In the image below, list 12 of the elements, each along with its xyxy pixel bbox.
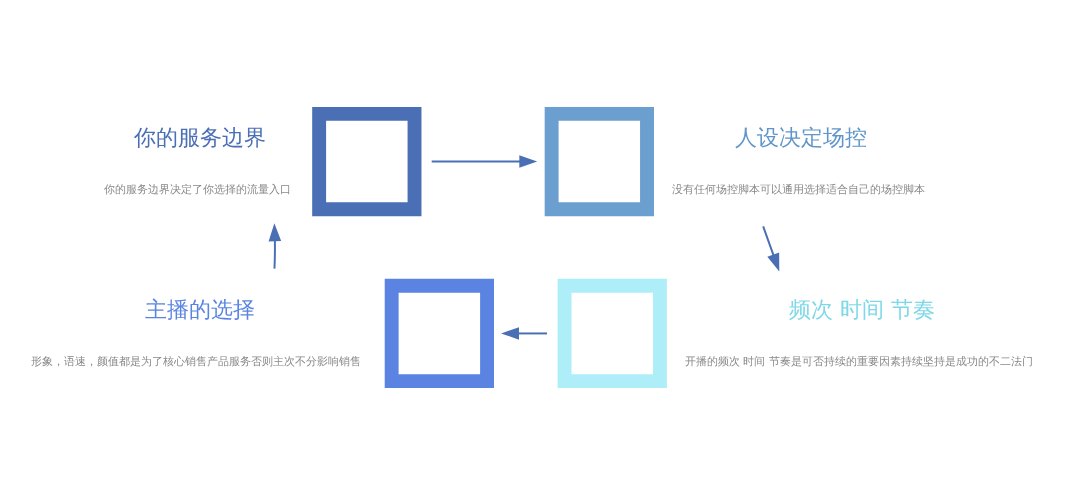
node-label: 你的服务边界 <box>133 124 266 150</box>
node-label: 你的服务边界决定了你选择的流量入口 <box>103 182 291 196</box>
arrow <box>268 222 282 270</box>
arrow <box>762 224 780 271</box>
node-label: 没有任何场控脚本可以通用选择适合自己的场控脚本 <box>671 182 925 196</box>
node-label: 频次 时间 节奏 <box>789 296 935 322</box>
node-label: 形象，语速，颜值都是为了核心销售产品服务否则主次不分影响销售 <box>31 354 362 368</box>
arrow <box>501 326 548 340</box>
arrow <box>430 154 538 168</box>
node-label: 开播的频次 时间 节奏是可否持续的重要因素持续坚持是成功的不二法门 <box>684 354 1033 368</box>
node-label: 人设决定场控 <box>735 124 868 150</box>
node-label: 主播的选择 <box>144 296 255 322</box>
